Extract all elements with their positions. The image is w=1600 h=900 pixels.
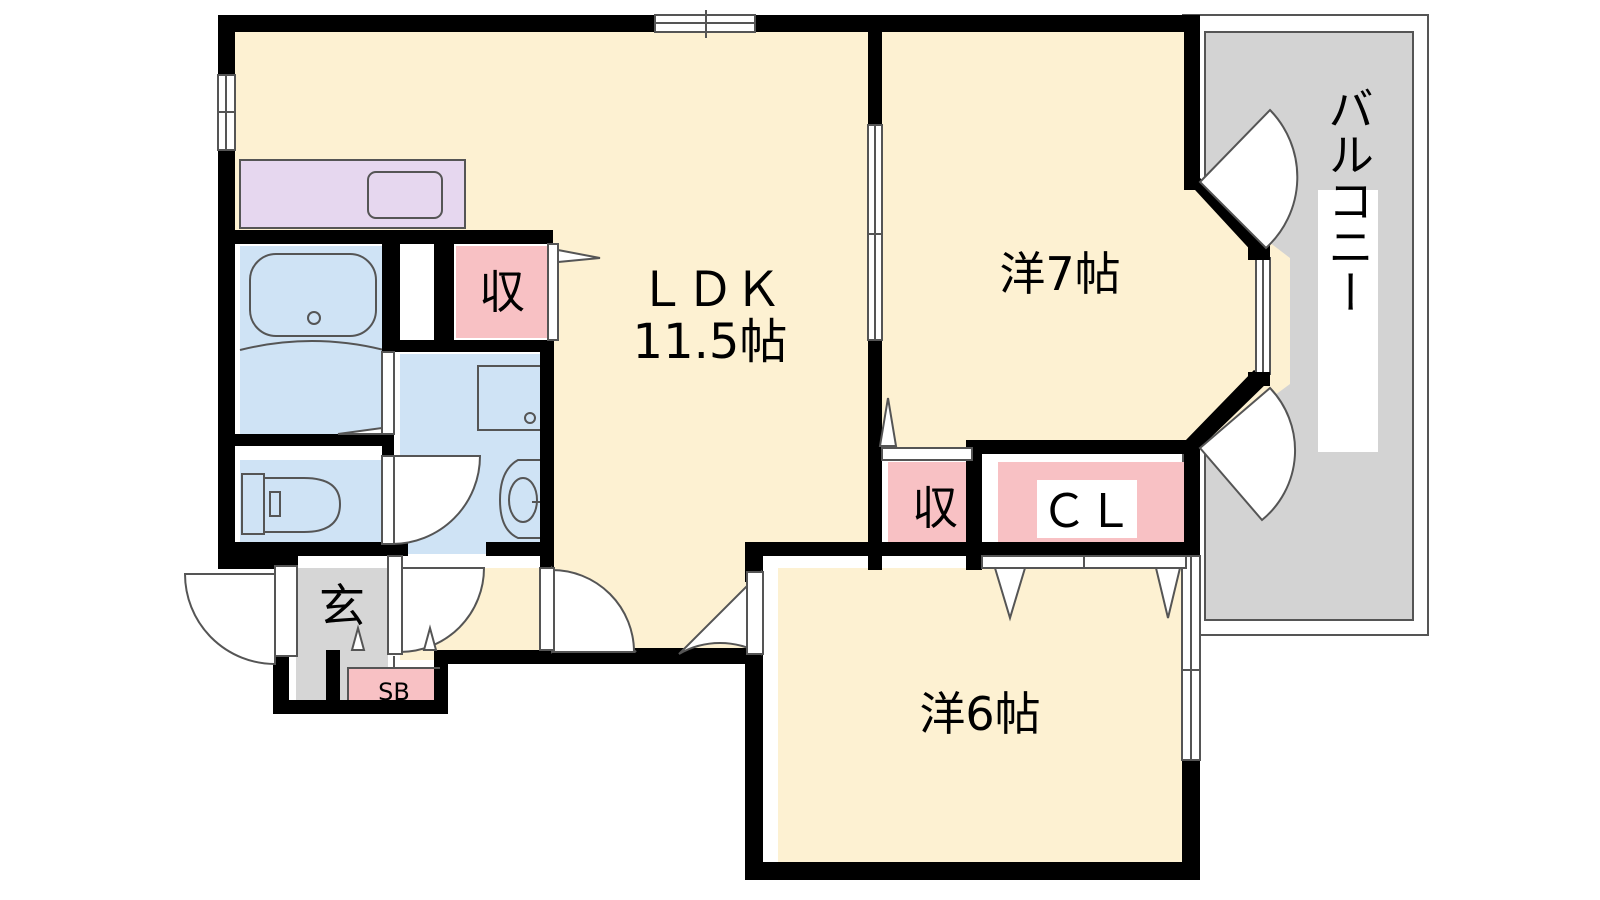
western7-label: 洋7帖	[999, 247, 1120, 301]
fixtures	[239, 171, 543, 539]
label-backgrounds	[620, 190, 1378, 538]
windows	[217, 10, 1271, 761]
balcony-area	[1182, 14, 1429, 636]
entrance-label: 玄	[319, 579, 365, 633]
storage-left-floor	[456, 246, 548, 338]
entrance-door	[183, 573, 276, 666]
walls	[218, 15, 1270, 880]
wash-basin	[498, 459, 542, 539]
bathtub	[249, 253, 377, 337]
toilet-tank	[241, 473, 265, 535]
ldk-size-label: 11.5帖	[633, 314, 788, 370]
storage-left-label: 収	[479, 265, 525, 319]
toilet-bowl	[264, 477, 342, 533]
floor-fills	[233, 30, 1290, 878]
balcony-label: バルコニー	[1321, 85, 1375, 315]
closet-label: ＣＬ	[1041, 484, 1133, 538]
western6-floor	[778, 568, 1194, 878]
ldk-name-label: ＬＤＫ	[638, 262, 782, 318]
kitchen-sink	[367, 171, 443, 219]
doors	[183, 108, 1299, 669]
western6-label: 洋6帖	[919, 687, 1040, 741]
storage-right-label: 収	[912, 481, 958, 535]
shoe-box-label: SB	[378, 678, 410, 706]
